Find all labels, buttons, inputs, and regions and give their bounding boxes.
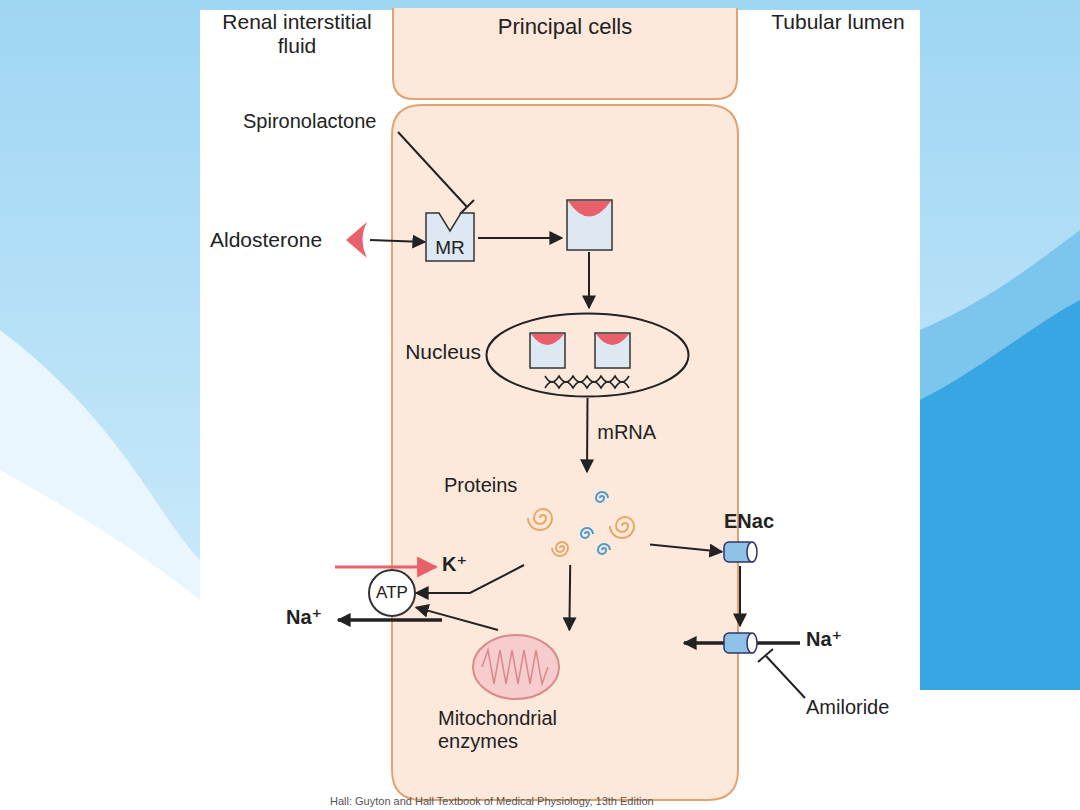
nucleus-ellipse-shape [485,312,690,398]
nucleus-ellipse: Nucleus [485,312,690,398]
ion-label: Na⁺ [806,628,842,651]
node-text: ENac [724,510,774,533]
source-credit: Hall: Guyton and Hall Textbook of Medica… [330,795,654,808]
region-label: Tubular lumen [768,10,908,34]
region-label: Renal interstitial fluid [222,10,372,58]
receptor-dimer [530,333,630,368]
sodium-efflux-arrow [338,618,442,622]
binding-arrow [478,237,562,239]
receptor-box: MR [425,212,475,262]
flow-arrow [416,607,498,630]
node-text: Mitochondrial enzymes [438,707,588,753]
dna-helix [545,376,629,388]
inhibition-line [766,656,805,698]
flow-arrow [586,398,589,472]
insertion-arrow [739,566,741,626]
protein-group: Proteins [440,472,650,565]
node-text: Aldosterone [210,228,322,252]
inhibition-bar [460,200,474,214]
node-text: Proteins [444,474,517,497]
drug-label: Amiloride [806,696,889,719]
edge-label: mRNA [595,421,658,444]
inhibition-bar [758,649,773,662]
ion-label: Na⁺ [286,606,322,629]
channel-node: ENac [722,510,802,568]
node-text: MR [435,237,465,259]
node-text: Nucleus [405,340,481,364]
translocation-arrow [588,252,590,308]
enac-channel [724,633,757,653]
pump-circle: ATP [368,569,416,617]
drug-label: Spironolactone [243,110,376,133]
flow-arrow [568,565,571,630]
bound-receptor [567,200,612,250]
node-text: Principal cells [498,14,633,39]
cell-outline: Principal cells [392,8,738,100]
flow-arrow [370,240,425,242]
protein-spirals [528,492,634,556]
principal-cell [392,105,738,800]
node-text: ATP [376,583,408,603]
mitochondrion-node: Mitochondrial enzymes [430,630,600,755]
potassium-arrow [335,566,436,569]
ion-label: K⁺ [442,553,467,576]
inhibition-line [398,132,467,207]
mitochondrion [473,635,559,699]
hormone-node: Aldosterone [208,220,370,260]
flow-arrow [650,545,722,552]
flow-arrow [416,565,524,593]
enac-channel [724,542,757,562]
